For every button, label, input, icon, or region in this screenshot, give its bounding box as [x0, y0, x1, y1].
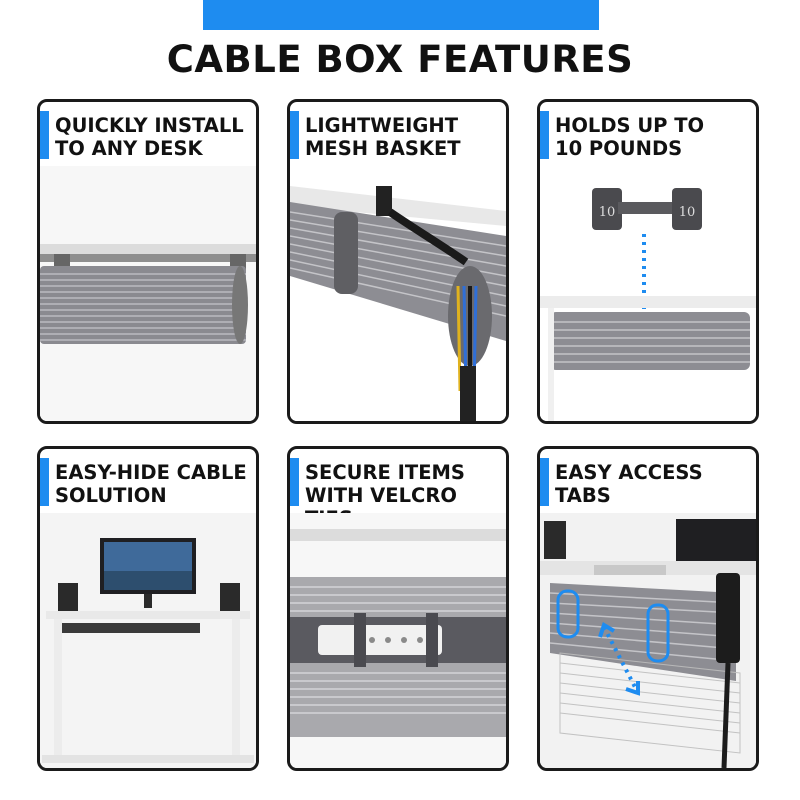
feature-card-quick-install: QUICKLY INSTALL TO ANY DESK: [37, 99, 259, 424]
dumbbell-icon: 10 10: [592, 188, 702, 230]
dumbbell-weight-text: 10: [599, 205, 616, 220]
feature-card-easy-hide: EASY-HIDE CABLE SOLUTION: [37, 446, 259, 771]
desk-underside-photo: [40, 166, 256, 421]
weight-capacity-photo: 10 10: [540, 166, 756, 421]
feature-label: HOLDS UP TO 10 POUNDS: [555, 114, 705, 160]
dumbbell-weight-text: 10: [679, 205, 696, 220]
feature-label: EASY-HIDE CABLE SOLUTION: [55, 461, 247, 507]
label-accent-bar: [290, 111, 299, 159]
standing-desk-photo: [40, 513, 256, 768]
label-accent-bar: [540, 111, 549, 159]
label-accent-bar: [290, 458, 299, 506]
access-tab-highlight: [556, 589, 580, 639]
top-accent-bar: [203, 0, 599, 30]
feature-card-holds-weight: HOLDS UP TO 10 POUNDS 10 10: [537, 99, 759, 424]
feature-label: EASY ACCESS TABS: [555, 461, 703, 507]
velcro-power-strip-photo: [290, 513, 506, 768]
access-tab-highlight: [646, 603, 670, 663]
label-accent-bar: [40, 111, 49, 159]
feature-card-access-tabs: EASY ACCESS TABS: [537, 446, 759, 771]
page-title: CABLE BOX FEATURES: [166, 38, 634, 81]
feature-label: LIGHTWEIGHT MESH BASKET: [305, 114, 461, 160]
label-accent-bar: [40, 458, 49, 506]
access-tabs-photo: [540, 513, 756, 768]
label-accent-bar: [540, 458, 549, 506]
feature-label: QUICKLY INSTALL TO ANY DESK: [55, 114, 244, 160]
mesh-basket-photo: [290, 166, 506, 421]
feature-card-mesh-basket: LIGHTWEIGHT MESH BASKET: [287, 99, 509, 424]
feature-card-velcro: SECURE ITEMS WITH VELCRO TIES: [287, 446, 509, 771]
swing-arrow-icon: [602, 626, 638, 690]
feature-label: SECURE ITEMS WITH VELCRO TIES: [305, 461, 465, 530]
